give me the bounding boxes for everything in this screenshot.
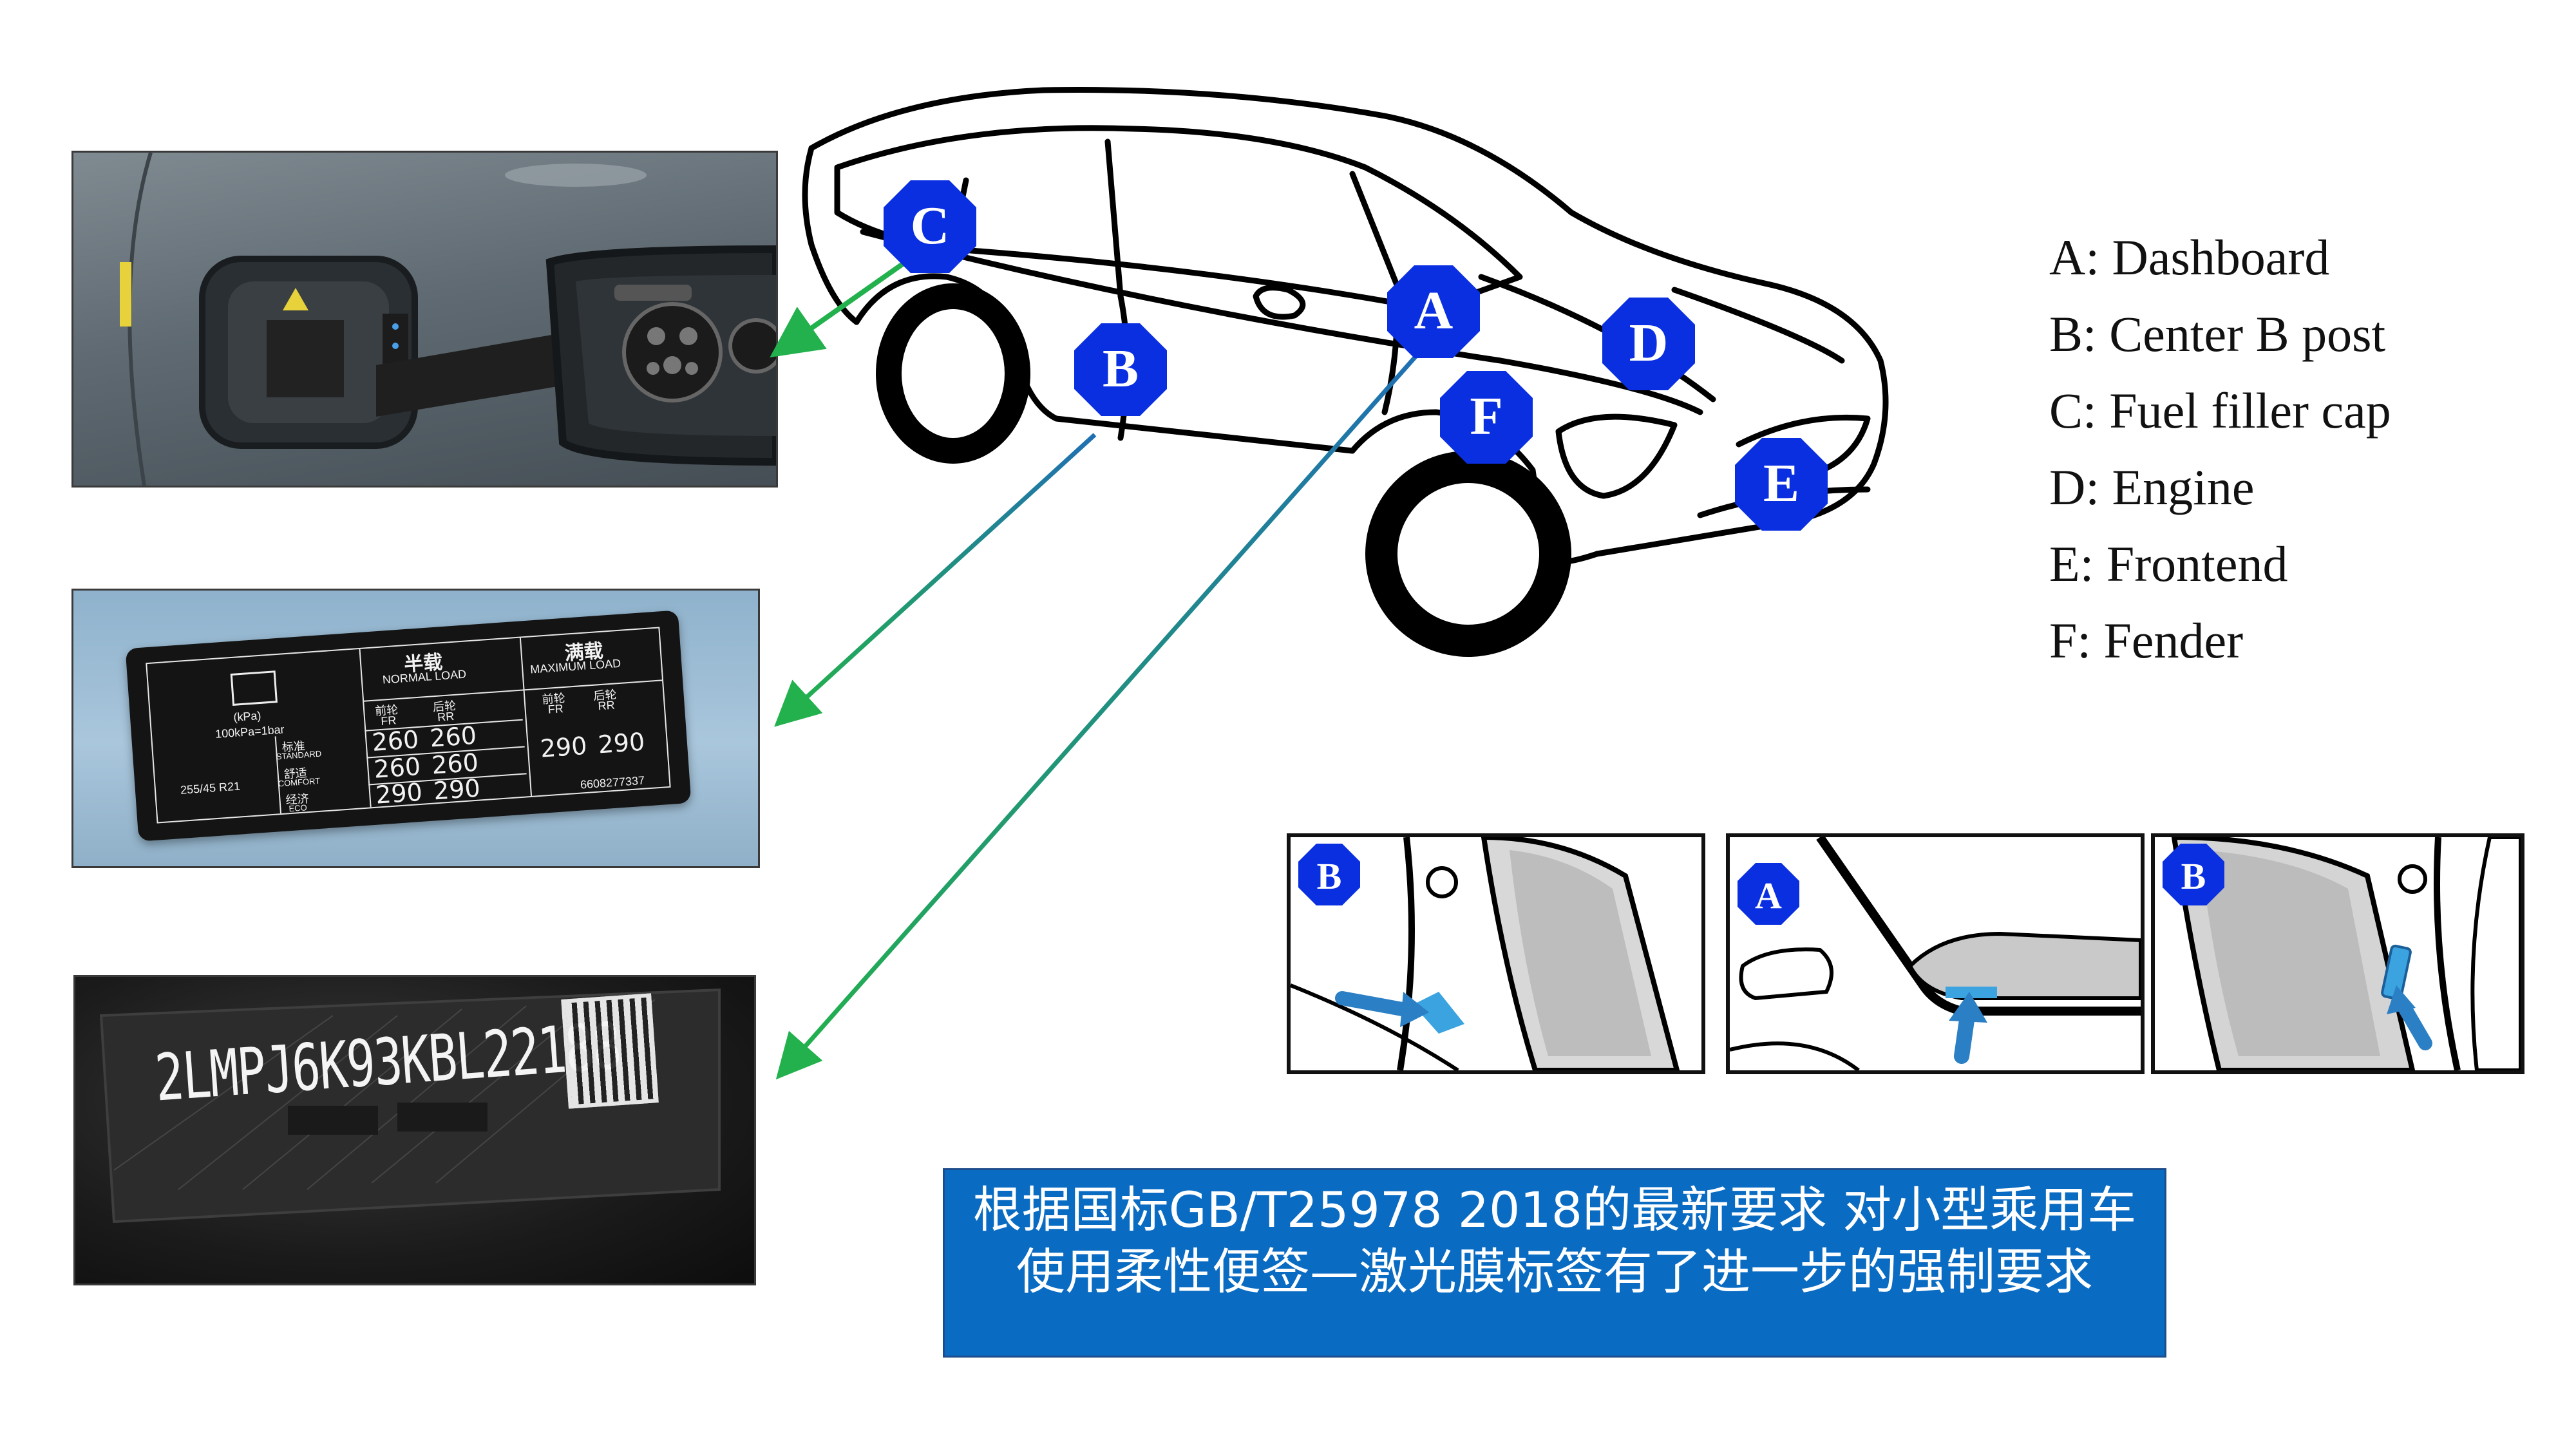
detail-panel-dashboard: A bbox=[1726, 833, 2145, 1074]
fuel-cap-illustration bbox=[120, 153, 776, 486]
marker-a-label: A bbox=[1414, 281, 1454, 341]
fuel-cap-photo bbox=[71, 151, 778, 488]
legend-item-f: F: Fender bbox=[2049, 612, 2244, 668]
legend-item-b: B: Center B post bbox=[2049, 306, 2386, 362]
caption-line-2: 使用柔性便签—激光膜标签有了进一步的强制要求 bbox=[1016, 1243, 2093, 1300]
marker-e-label: E bbox=[1763, 453, 1799, 513]
legend-item-a: A: Dashboard bbox=[2049, 229, 2330, 285]
marker-c: C bbox=[884, 180, 976, 273]
legend-item-e: E: Frontend bbox=[2049, 536, 2288, 592]
detail-panel-b-post-right: B bbox=[2151, 833, 2524, 1074]
vin-plate-photo: 2LMPJ6K93KBL22188 bbox=[73, 975, 756, 1285]
caption-line-1: 根据国标GB/T25978 2018的最新要求 对小型乘用车 bbox=[972, 1181, 2137, 1238]
detail-3-marker: B bbox=[2181, 855, 2206, 897]
marker-e: E bbox=[1735, 438, 1828, 531]
marker-b-label: B bbox=[1103, 339, 1139, 399]
marker-d: D bbox=[1602, 298, 1695, 390]
front-wheel bbox=[1365, 451, 1571, 657]
detail-1-marker: B bbox=[1317, 855, 1342, 897]
rear-wheel bbox=[876, 283, 1030, 464]
location-legend: A: Dashboard B: Center B post C: Fuel fi… bbox=[2049, 219, 2391, 679]
legend-item-d: D: Engine bbox=[2049, 459, 2255, 515]
arrow-b-to-photo bbox=[774, 433, 1097, 727]
marker-d-label: D bbox=[1629, 313, 1669, 373]
marker-f: F bbox=[1440, 371, 1533, 464]
detail-2-marker: A bbox=[1755, 875, 1782, 916]
marker-a: A bbox=[1387, 265, 1480, 358]
marker-c-label: C bbox=[911, 196, 950, 256]
tire-pressure-label-photo: (kPa) 100kPa=1bar 255/45 R21 标准 STANDARD… bbox=[71, 589, 760, 868]
regulation-caption: 根据国标GB/T25978 2018的最新要求 对小型乘用车 使用柔性便签—激光… bbox=[943, 1168, 2166, 1358]
arrow-c-to-photo bbox=[770, 249, 923, 358]
marker-b: B bbox=[1074, 323, 1167, 416]
arrow-a-to-photo bbox=[775, 345, 1426, 1080]
legend-item-c: C: Fuel filler cap bbox=[2049, 383, 2391, 439]
detail-panel-b-post-left: B bbox=[1287, 833, 1705, 1074]
marker-f-label: F bbox=[1470, 386, 1502, 446]
